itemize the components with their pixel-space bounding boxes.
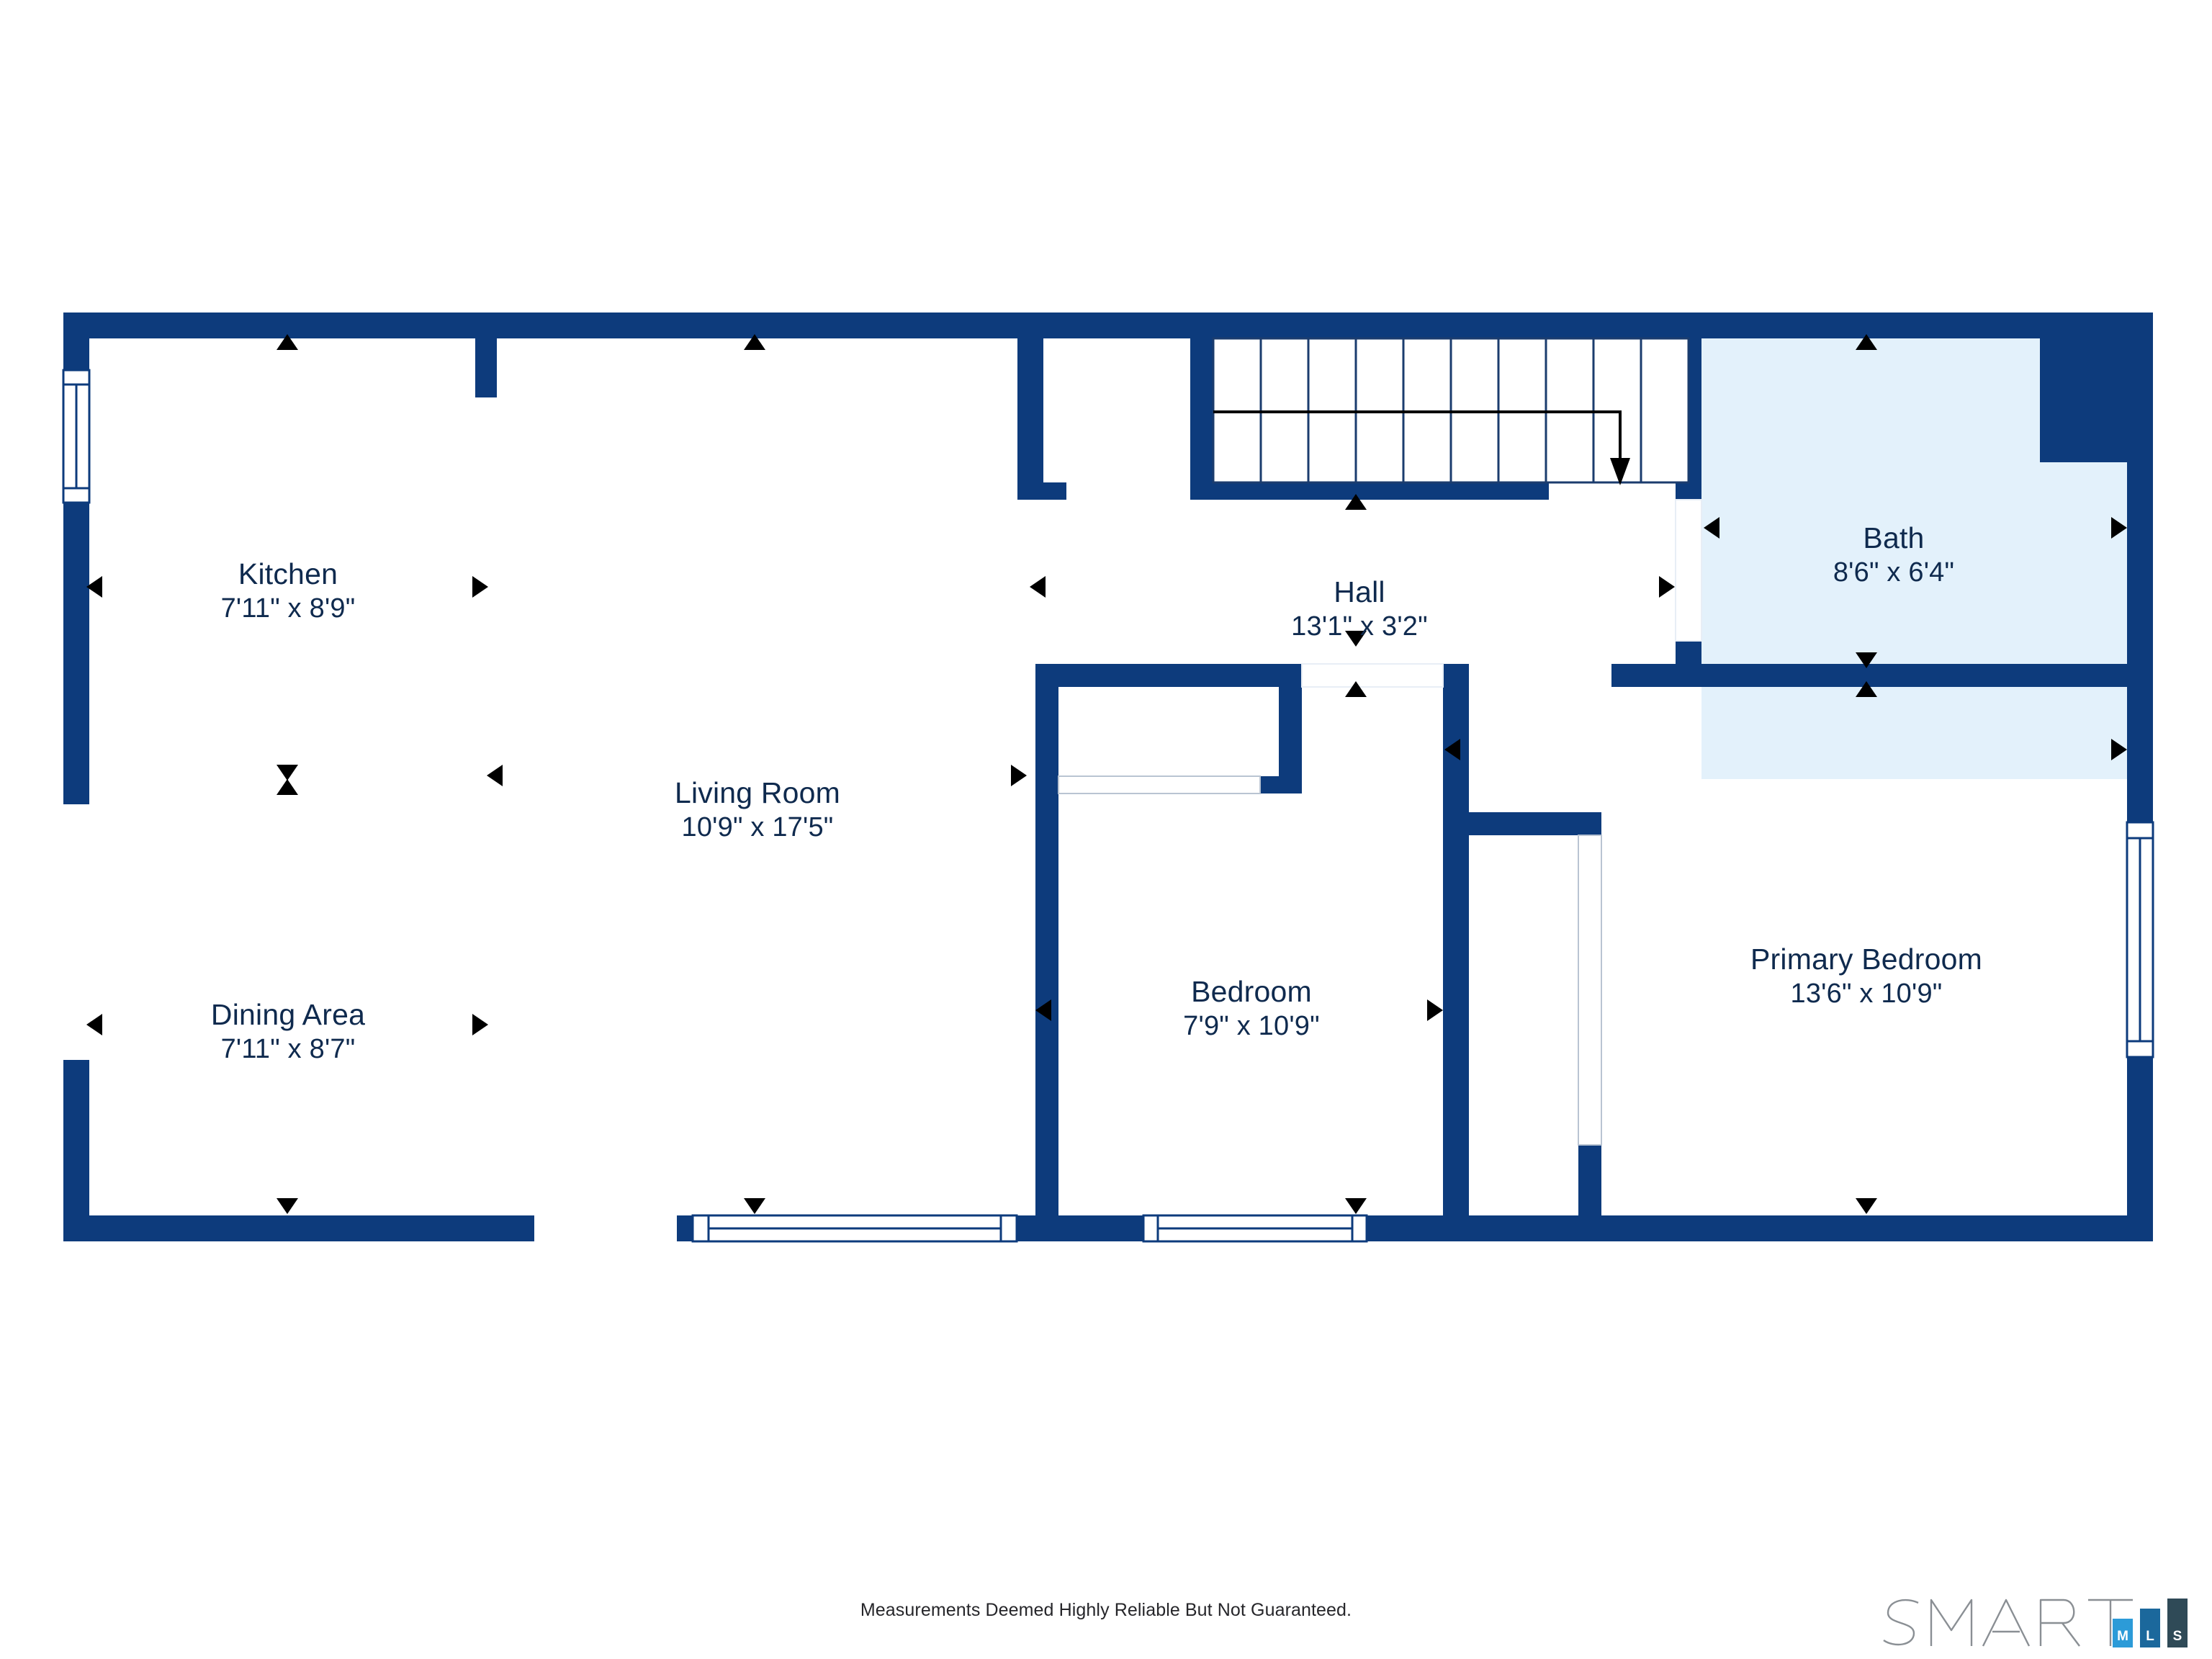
wall-stair-left [1190,338,1213,500]
window-primary-right [2126,821,2154,1058]
wall-exterior-left-mid [63,502,89,804]
marker-down-living-window [744,1198,765,1214]
wall-bath-bottom [1611,664,2153,687]
logo-box-m-letter: M [2117,1629,2128,1644]
marker-right-primary [2111,739,2127,760]
marker-left-hall [1030,576,1046,598]
door-primary-closet [1578,835,1602,1146]
window-living-bottom [691,1214,1018,1243]
marker-right-kitchen [472,576,488,598]
marker-down-hall-bedroom [1345,631,1367,647]
doors [1058,499,1702,1146]
doorway-hall-bedroom [1301,663,1444,688]
window-bedroom-bottom [1142,1214,1368,1243]
window-kitchen-left [62,369,91,504]
logo-box-m [2113,1619,2133,1647]
marker-up-living-top [744,334,765,350]
doorway-hall-bath [1675,499,1702,642]
marker-left-dining [86,1014,102,1035]
stair-arrow-head [1610,458,1630,485]
wall-exterior-right-lower [2127,1056,2153,1241]
wall-living-east [1017,338,1043,500]
wall-bedroom-north [1035,664,1302,687]
wall-exterior-left-lower [63,1060,89,1241]
marker-right-bath [2111,517,2127,539]
marker-left-bedroom [1035,999,1051,1021]
wall-bedroom-closet-foot [1256,776,1302,793]
marker-right-dining [472,1014,488,1035]
wall-living-east-foot [1017,482,1066,500]
windows [62,369,2154,1243]
marker-right-hall [1659,576,1675,598]
marker-left-kitchen [86,576,102,598]
logo-box-s-letter: S [2173,1629,2182,1644]
walls [63,313,2153,1241]
marker-right-living-east [1011,765,1027,786]
smart-wordmark [1883,1599,2133,1647]
wall-kitchen-living-stub [475,338,497,397]
marker-up-bedroom-door [1345,681,1367,697]
wall-exterior-left-upper [63,313,89,370]
measurements-disclaimer: Measurements Deemed Highly Reliable But … [860,1600,1352,1620]
marker-left-bath [1704,517,1719,539]
smart-mls-logo: M L S [1878,1590,2189,1656]
marker-left-living [487,765,503,786]
marker-up-passthrough [276,779,298,795]
wall-exterior-bottom-right [1354,1215,2153,1241]
marker-down-passthrough [276,765,298,781]
marker-up-kitchen-top [276,334,298,350]
smart-mls-logo-svg: M L S [1883,1599,2188,1647]
wall-bath-notch-block [2040,338,2153,462]
wall-primary-closet-east-bot [1578,1143,1601,1241]
wall-primary-closet-north [1443,812,1601,835]
wall-exterior-top [63,313,2153,338]
marker-right-bedroom [1427,999,1443,1021]
opening-markers [86,334,2127,1214]
marker-up-primary-top [1856,681,1877,697]
wall-bedroom-closet-east [1279,664,1302,793]
marker-up-stair-bottom [1345,494,1367,510]
stairs [1212,337,1690,485]
logo-box-s [2167,1599,2188,1647]
marker-down-primary-bottom [1856,1198,1877,1214]
marker-up-bath-top [1856,334,1877,350]
marker-left-primary-closet [1444,739,1460,760]
stair-direction-arrow [1213,410,1622,459]
marker-down-dining-bottom [276,1198,298,1214]
marker-down-bath-bottom [1856,652,1877,668]
wall-bedroom-east [1443,664,1469,1241]
wall-bedroom-west [1035,664,1058,1240]
mls-letter-boxes: M L S [2113,1599,2188,1647]
marker-down-bedroom-window [1345,1198,1367,1214]
wall-stair-bottom [1190,482,1549,500]
door-bedroom-closet [1058,775,1261,794]
logo-box-l-letter: L [2146,1629,2154,1644]
logo-box-l [2140,1609,2160,1647]
wall-exterior-bottom-left [63,1215,534,1241]
